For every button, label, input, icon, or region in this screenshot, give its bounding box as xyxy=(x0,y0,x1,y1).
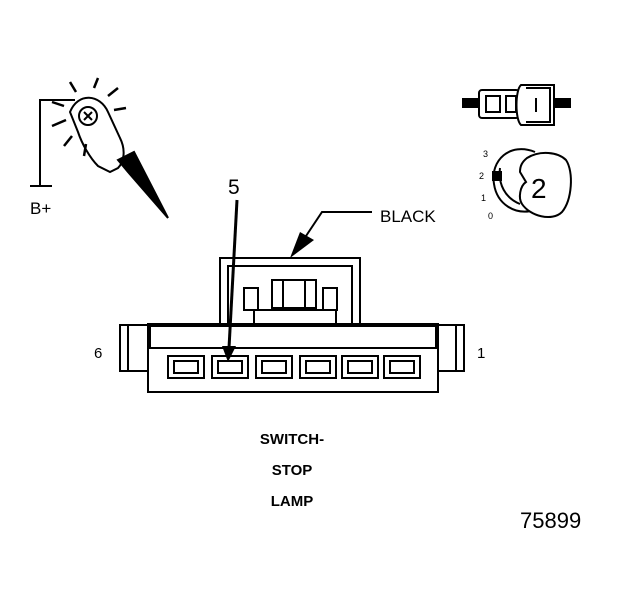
probe-bulb xyxy=(78,106,98,126)
selector-position-3: 3 xyxy=(483,149,489,159)
terminal-4 xyxy=(255,355,293,379)
figure-number: 75899 xyxy=(520,508,582,533)
wire-color-label: BLACK xyxy=(380,207,436,226)
connector-body xyxy=(119,257,465,393)
caption-line-1: SWITCH- xyxy=(259,431,325,448)
selector-knob-icon xyxy=(492,148,572,219)
pointer-number-label: 5 xyxy=(228,176,240,199)
terminal-pointer xyxy=(222,199,239,362)
test-light-wire xyxy=(39,99,75,186)
terminal-3 xyxy=(299,355,337,379)
connector-mating-icon xyxy=(462,84,571,126)
probe-tip xyxy=(116,150,169,219)
pin-left-label: 6 xyxy=(94,345,103,362)
light-rays-icon xyxy=(51,77,127,157)
terminal-1 xyxy=(383,355,421,379)
caption-line-2: STOP xyxy=(271,462,313,479)
terminal-cavities xyxy=(167,355,421,379)
test-light-icon xyxy=(30,77,169,219)
selector-position-1: 1 xyxy=(481,193,487,203)
selector-selected-value: 2 xyxy=(531,173,547,204)
caption-line-3: LAMP xyxy=(270,493,314,510)
connector-caption: SWITCH- STOP LAMP xyxy=(232,424,352,517)
pin-right-label: 1 xyxy=(477,345,486,362)
selector-position-2: 2 xyxy=(479,171,485,181)
selector-position-0: 0 xyxy=(488,211,494,221)
battery-label: B+ xyxy=(30,199,52,218)
terminal-2 xyxy=(341,355,379,379)
terminal-6 xyxy=(167,355,205,379)
terminal-5 xyxy=(211,355,249,379)
wire-color-pointer xyxy=(290,211,372,258)
